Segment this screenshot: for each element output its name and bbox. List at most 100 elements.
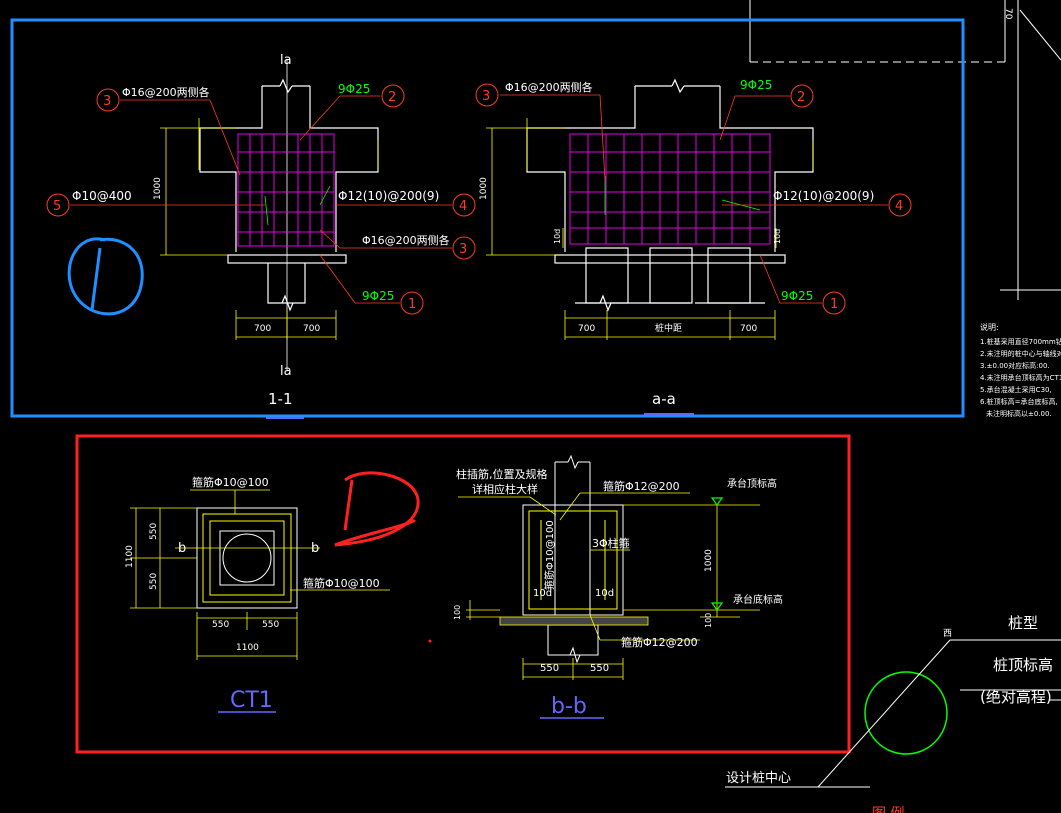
bb-level-bottom: 承台底标高 [733,593,783,606]
callout-1-1-1: 1 9Φ25 [362,289,424,315]
callout-3-1-1: 3 Φ16@200两侧各 [96,85,210,112]
ct1-dim-1100-v: 1100 [125,545,135,568]
notes-line-5: 5.承台混凝土采用C30, [980,385,1052,394]
bb-dim-550-left: 550 [540,663,559,674]
svg-text:4: 4 [895,199,903,214]
dim-right-a-a: 700 [740,324,757,334]
bb-dim-100-left: 100 [453,605,462,620]
callout-1-a-a: 1 9Φ25 [781,289,846,315]
pile-symbol [864,671,948,755]
general-notes: 说明: 1.桩基采用直径700mm钻孔 2.未注明的桩中心与轴线对齐, 3.±0… [980,322,1061,418]
side-dim-left-a-a: 10d [553,229,562,244]
stray-point [428,639,432,643]
la-top-1-1: la [280,53,292,68]
ct1-dim-550-right: 550 [262,620,279,630]
callout-3-a-a: 3 Φ16@200两侧各 [475,80,593,107]
ct1-b-right: b [311,541,319,556]
pile-sub: (绝对高程) [980,688,1052,706]
notes-line-3: 3.±0.00对应标高:00. [980,361,1050,370]
ct1-side-label: 箍筋Φ10@100 [303,576,380,590]
svg-text:3: 3 [459,242,467,257]
bb-title: b-b [551,694,587,719]
notes-title: 说明: [980,322,999,332]
bb-section: 柱插筋,位置及规格 详相应柱大样 箍筋Φ12@200 承台顶标高 承台底标高 3… [453,454,783,719]
callout-4-a-a: 4 Φ12(10)@200(9) [773,189,912,217]
callout-4-text-a-a: Φ12(10)@200(9) [773,189,874,203]
ct1-plan: 箍筋Φ10@100 箍筋Φ10@100 b b 1100 550 550 550… [125,475,390,713]
callout-3-text-a-a: Φ16@200两侧各 [505,80,593,94]
callout-1-text-a-a: 9Φ25 [781,289,813,303]
bb-dim-100-right: 100 [704,613,713,628]
legend-cut: 图 例 [872,806,904,813]
bb-top-rebar: 箍筋Φ12@200 [603,479,680,493]
notes-line-4: 4.未注明承台顶标高为CT1, [980,373,1061,382]
callout-2-a-a: 2 9Φ25 [740,78,814,108]
handwritten-annotation-1: 1 [0,0,144,316]
svg-text:1: 1 [408,297,416,312]
bb-bottom-rebar: 箍筋Φ12@200 [621,635,698,649]
height-dim-a-a: 1000 [479,177,489,200]
height-dim-1-1: 1000 [153,177,163,200]
callout-3b-1-1: 3 Φ16@200两侧各 [362,233,476,260]
bb-d-left: 10d [533,588,552,599]
svg-text:1: 1 [0,0,1,1]
pile-tick: 西 [943,628,952,639]
callout-2-1-1: 2 9Φ25 [338,82,405,108]
callout-2-text-a-a: 9Φ25 [740,78,772,92]
ct1-dim-550-left: 550 [212,620,229,630]
handwritten-annotation-2: 2 [0,0,420,547]
ct1-b-left: b [178,541,186,556]
callout-3-text-1-1: Φ16@200两侧各 [122,85,210,99]
sheet-border [749,0,1061,300]
svg-text:3: 3 [482,89,490,104]
bb-note-line2: 详相应柱大样 [472,482,538,496]
pile-center: 设计桩中心 [726,771,791,786]
callout-1-text-1-1: 9Φ25 [362,289,394,303]
svg-text:2: 2 [797,90,805,105]
title-a-a: a-a [652,390,676,408]
notes-line-7: 未注明标高以±0.00. [986,409,1052,418]
svg-text:2: 2 [388,90,396,105]
bb-level-top: 承台顶标高 [727,477,777,490]
dim-left-a-a: 700 [578,324,595,334]
notes-line-6: 6.桩顶标高=承台底标高, [980,397,1058,406]
svg-text:2: 2 [0,0,1,1]
pile-mark: 桩顶标高 [993,656,1053,674]
callout-2-text-1-1: 9Φ25 [338,82,370,96]
la-bottom-1-1: la [280,364,292,379]
bb-note-line1: 柱插筋,位置及规格 [456,467,548,481]
annotation-frame-red [75,434,851,754]
ct1-dim-550-top: 550 [149,523,159,540]
svg-text:4: 4 [459,199,467,214]
ct1-dim-1100-h: 1100 [236,643,259,653]
section-a-a: 1000 10d 10d 700 桩中距 700 a-a 3 Φ16@200两侧… [475,78,912,415]
bb-dim-1000: 1000 [704,549,714,572]
pile-type: 桩型 [1008,614,1038,632]
ct1-dim-550-bottom: 550 [149,573,159,590]
section-1-1: 1000 700 700 la la 1-1 3 Φ16@200两侧各 2 [46,53,476,419]
pile-legend: 桩型 西 桩顶标高 (绝对高程) 设计桩中心 图 例 [725,614,1061,813]
bb-blinding-layer [499,616,649,626]
callout-3b-text-1-1: Φ16@200两侧各 [362,233,450,247]
title-1-1: 1-1 [268,390,293,408]
ct1-top-label: 箍筋Φ10@100 [192,475,269,489]
svg-text:3: 3 [103,94,111,109]
svg-text:1: 1 [830,297,838,312]
callout-4-text-1-1: Φ12(10)@200(9) [338,189,439,203]
ct1-title: CT1 [230,688,273,713]
notes-line-2: 2.未注明的桩中心与轴线对齐, [980,349,1061,358]
svg-text:5: 5 [53,199,61,214]
side-dim-right-a-a: 10d [773,229,782,244]
dim-mid-a-a: 桩中距 [655,322,682,334]
corner-text: 70 [1003,8,1013,20]
bb-vert-rebar: 箍筋Φ10@100 [543,520,556,590]
dim-left-1-1: 700 [254,324,271,334]
bb-dim-550-right: 550 [590,663,609,674]
callout-5-1-1: 5 Φ10@400 [46,189,132,217]
annotation-frame-blue [10,18,965,418]
bb-d-right: 10d [595,588,614,599]
dim-right-1-1: 700 [303,324,320,334]
callout-4-1-1: 4 Φ12(10)@200(9) [338,189,476,217]
notes-line-1: 1.桩基采用直径700mm钻孔 [980,337,1061,346]
